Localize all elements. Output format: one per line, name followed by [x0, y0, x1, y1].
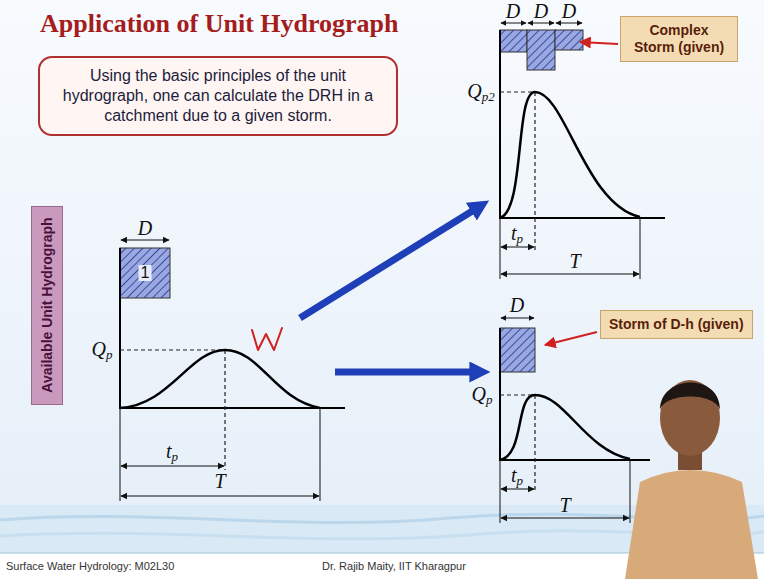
axis-symbol: D: [534, 1, 548, 21]
side-band: Available Unit Hydrograph: [31, 206, 63, 405]
axis-symbol: Qp2: [467, 81, 494, 103]
axis-symbol: D: [506, 1, 520, 21]
box-text: Storm of D-h (given): [609, 316, 744, 333]
presenter-hair: [660, 383, 720, 410]
slide-title: Application of Unit Hydrograph: [40, 9, 399, 39]
time-to-peak-dimension: [501, 246, 534, 247]
application-arrow: [335, 369, 482, 376]
axis-symbol: Qp: [472, 384, 493, 406]
axis-symbol: Qp: [92, 339, 113, 361]
duration-dimension: [528, 23, 554, 24]
rainfall-block: [555, 30, 583, 50]
rainfall-block: [527, 30, 555, 70]
symbol-subscript: p: [172, 449, 179, 464]
extension-line: [120, 408, 121, 501]
box-text: Complex Storm (given): [629, 22, 729, 56]
handwritten-mark: [252, 328, 282, 350]
duration-dimension: [501, 318, 534, 319]
callout-pointer: [580, 42, 618, 44]
application-arrow: [300, 205, 482, 318]
axis-symbol: T: [569, 251, 580, 271]
symbol-base: Q: [472, 383, 486, 405]
hydrograph-curve: [500, 395, 630, 460]
rainfall-block: [120, 248, 170, 298]
duration-dimension: [556, 23, 582, 24]
intro-box: Using the basic principles of the unit h…: [38, 56, 398, 136]
callout-box: Storm of D-h (given): [600, 310, 753, 339]
callout-pointer: [545, 332, 597, 345]
depth-value: 1: [139, 265, 152, 281]
symbol-base: t: [511, 222, 517, 244]
symbol-subscript: p: [517, 231, 524, 246]
symbol-subscript: p: [517, 473, 524, 488]
presenter-shirt: [625, 470, 758, 579]
extension-line: [320, 408, 321, 501]
extension-line: [640, 218, 641, 279]
duration-dimension: [121, 239, 169, 240]
axis-symbol: tp: [511, 223, 523, 245]
graph-axes: [500, 328, 650, 460]
duration-dimension: [501, 23, 526, 24]
graph-axes: [120, 248, 345, 408]
symbol-base: Q: [92, 338, 106, 360]
symbol-base: t: [166, 440, 172, 462]
time-to-peak-dimension: [501, 488, 534, 489]
peak-guide: [500, 395, 535, 492]
callout-box: Complex Storm (given): [620, 16, 738, 62]
time-to-peak-dimension: [121, 465, 224, 466]
axis-symbol: D: [510, 295, 524, 315]
rainfall-block: [500, 328, 535, 372]
extension-line: [500, 218, 501, 279]
symbol-base: Q: [467, 80, 481, 102]
base-time-dimension: [501, 273, 639, 274]
axis-symbol: T: [214, 471, 225, 491]
axis-symbol: D: [562, 1, 576, 21]
axis-symbol: D: [138, 218, 152, 238]
presenter-head: [660, 380, 720, 456]
band-label: Available Unit Hydrograph: [39, 217, 55, 392]
axis-symbol: tp: [166, 441, 178, 463]
symbol-subscript: p: [486, 392, 493, 407]
footer-text: Dr. Rajib Maity, IIT Kharagpur: [322, 561, 466, 572]
box-text: Using the basic principles of the unit h…: [52, 66, 384, 126]
extension-line: [630, 460, 631, 523]
base-time-dimension: [501, 517, 629, 518]
rainfall-block: [500, 30, 527, 52]
symbol-base: t: [511, 464, 517, 486]
axis-symbol: T: [559, 495, 570, 515]
symbol-subscript: p2: [482, 89, 495, 104]
extension-line: [500, 460, 501, 523]
axis-symbol: tp: [511, 465, 523, 487]
hydrograph-curve: [500, 92, 640, 218]
symbol-subscript: p: [106, 347, 113, 362]
peak-guide: [120, 350, 225, 470]
base-time-dimension: [121, 495, 319, 496]
footer-text: Surface Water Hydrology: M02L30: [6, 561, 174, 572]
hydrograph-curve: [120, 350, 320, 408]
